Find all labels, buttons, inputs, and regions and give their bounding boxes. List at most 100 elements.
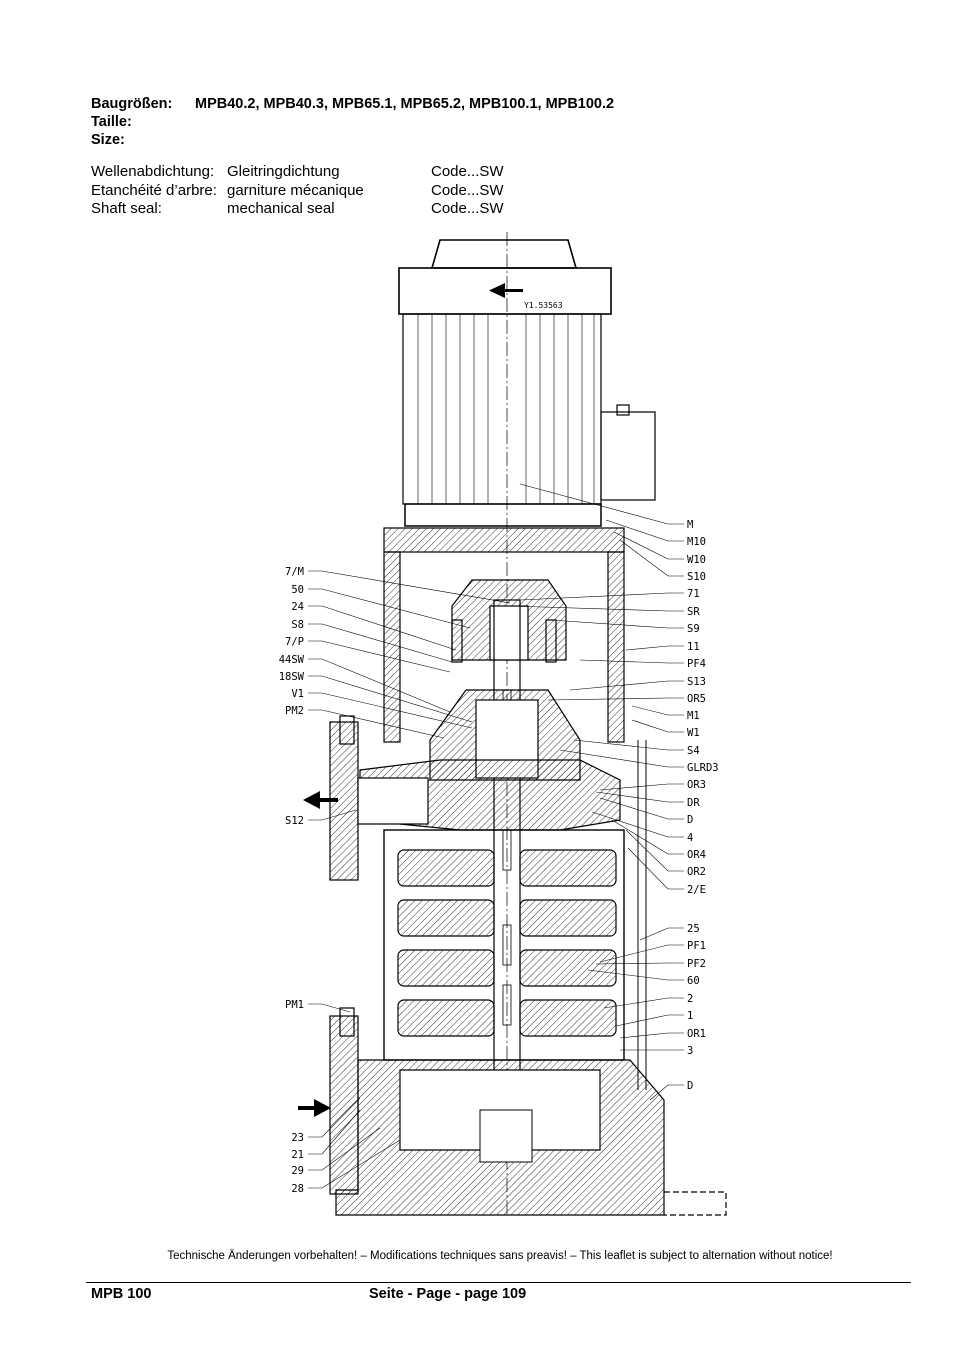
part-label-right: 2 <box>687 993 693 1005</box>
cable-gland <box>616 404 630 416</box>
part-label-right: 71 <box>687 588 700 600</box>
part-label-right: M <box>687 519 693 531</box>
suction-flange <box>329 1015 359 1195</box>
leader-line <box>308 640 451 673</box>
shaft-seal-label: Etanchéité d’arbre: <box>91 181 217 199</box>
shaft-seal-label: Wellenabdichtung: <box>91 163 215 180</box>
part-label-right: D <box>687 1080 693 1092</box>
footer-model: MPB 100 <box>91 1286 152 1302</box>
part-label-left: 23 <box>291 1132 304 1144</box>
leader-line <box>569 680 684 691</box>
leader-line <box>308 605 457 651</box>
discharge-arrow-icon <box>303 791 338 809</box>
shaft-seal-code: Code...SW <box>431 163 504 180</box>
part-label-right: M1 <box>687 710 700 722</box>
leader-line <box>579 659 684 664</box>
leader-line <box>627 847 684 890</box>
leader-line <box>595 962 684 965</box>
leader-line <box>611 819 684 855</box>
part-label-left: S8 <box>291 619 304 631</box>
pump-stages <box>383 829 625 1061</box>
leader-line <box>308 1139 401 1189</box>
leader-line <box>308 658 451 713</box>
part-label-right: OR5 <box>687 693 706 705</box>
leader-line <box>591 811 684 838</box>
size-line-de: Baugrößen:MPB40.2, MPB40.3, MPB65.1, MPB… <box>91 95 614 113</box>
leader-line <box>308 570 511 604</box>
shaft-seal-code: Code...SW <box>431 181 504 199</box>
drawing-geometry <box>329 232 727 1216</box>
part-label-left: 21 <box>291 1149 304 1161</box>
part-label-left: S12 <box>285 815 304 827</box>
size-key-en: Size: <box>91 132 125 148</box>
leader-line <box>308 1097 361 1138</box>
part-label-left: 29 <box>291 1165 304 1177</box>
part-label-left: 24 <box>291 601 304 613</box>
leader-line <box>599 797 684 820</box>
lantern-left <box>383 551 401 743</box>
coupling-bolt-left <box>451 619 463 663</box>
leader-lines <box>308 483 684 1189</box>
shaft-seal-value: mechanical seal <box>227 200 335 217</box>
part-label-right: 4 <box>687 832 693 844</box>
leader-line <box>599 783 684 791</box>
leader-line <box>549 619 684 629</box>
leader-line <box>308 1127 381 1171</box>
leader-line <box>308 588 471 629</box>
leader-line <box>509 605 684 612</box>
part-label-left: 18SW <box>279 671 305 683</box>
part-label-right: S10 <box>687 571 706 583</box>
suction-arrow-icon <box>298 1099 331 1117</box>
leader-line <box>619 539 684 577</box>
leader-line <box>308 709 445 739</box>
size-key-fr: Taille: <box>91 114 132 130</box>
part-label-left: 44SW <box>279 654 305 666</box>
part-label-right: 3 <box>687 1045 693 1057</box>
part-label-left: 7/M <box>285 566 304 578</box>
disclaimer: Technische Änderungen vorbehalten! – Mod… <box>167 1250 833 1262</box>
leader-line <box>308 1109 361 1155</box>
drawing-number: Y1.53563 <box>524 301 563 310</box>
leader-line <box>649 1084 684 1101</box>
part-label-right: OR2 <box>687 866 706 878</box>
leader-line <box>595 791 684 803</box>
part-label-right: 60 <box>687 975 700 987</box>
fan-cover-top <box>430 239 578 269</box>
shaft-seal-value: garniture mécanique <box>227 181 364 199</box>
part-label-left: PM1 <box>285 999 304 1011</box>
footer-rule <box>86 1282 911 1283</box>
leader-line <box>587 969 684 981</box>
motor-fins <box>417 314 595 504</box>
flange-bolt-bottom <box>339 1007 355 1037</box>
part-label-left: 28 <box>291 1183 304 1195</box>
leader-line <box>308 1003 351 1013</box>
part-label-right: DR <box>687 797 700 809</box>
lantern-right <box>607 551 625 743</box>
leader-line <box>519 483 684 525</box>
leader-line <box>308 692 473 729</box>
leader-line <box>308 809 357 821</box>
flow-arrows <box>298 283 523 1117</box>
leader-line <box>308 623 453 663</box>
motor-flange <box>404 503 602 527</box>
part-label-right: PF4 <box>687 658 706 670</box>
leader-line <box>599 944 684 963</box>
leader-line <box>619 1032 684 1039</box>
leader-line <box>547 697 684 701</box>
shaft-seal-value: Gleitringdichtung <box>227 163 340 180</box>
part-label-right: PF1 <box>687 940 706 952</box>
part-label-left: 50 <box>291 584 304 596</box>
part-label-right: S4 <box>687 745 700 757</box>
leader-line <box>573 739 684 751</box>
footer-page: Seite - Page - page 109 <box>369 1286 527 1302</box>
leader-line <box>559 749 684 768</box>
leader-line <box>631 719 684 733</box>
part-label-right: W1 <box>687 727 700 739</box>
leader-line <box>613 531 684 560</box>
part-label-right: 2/E <box>687 884 706 896</box>
shaft-seal-code: Code...SW <box>431 200 504 217</box>
motor-body <box>402 313 602 505</box>
leader-line <box>519 592 684 601</box>
part-label-right: 1 <box>687 1010 693 1022</box>
